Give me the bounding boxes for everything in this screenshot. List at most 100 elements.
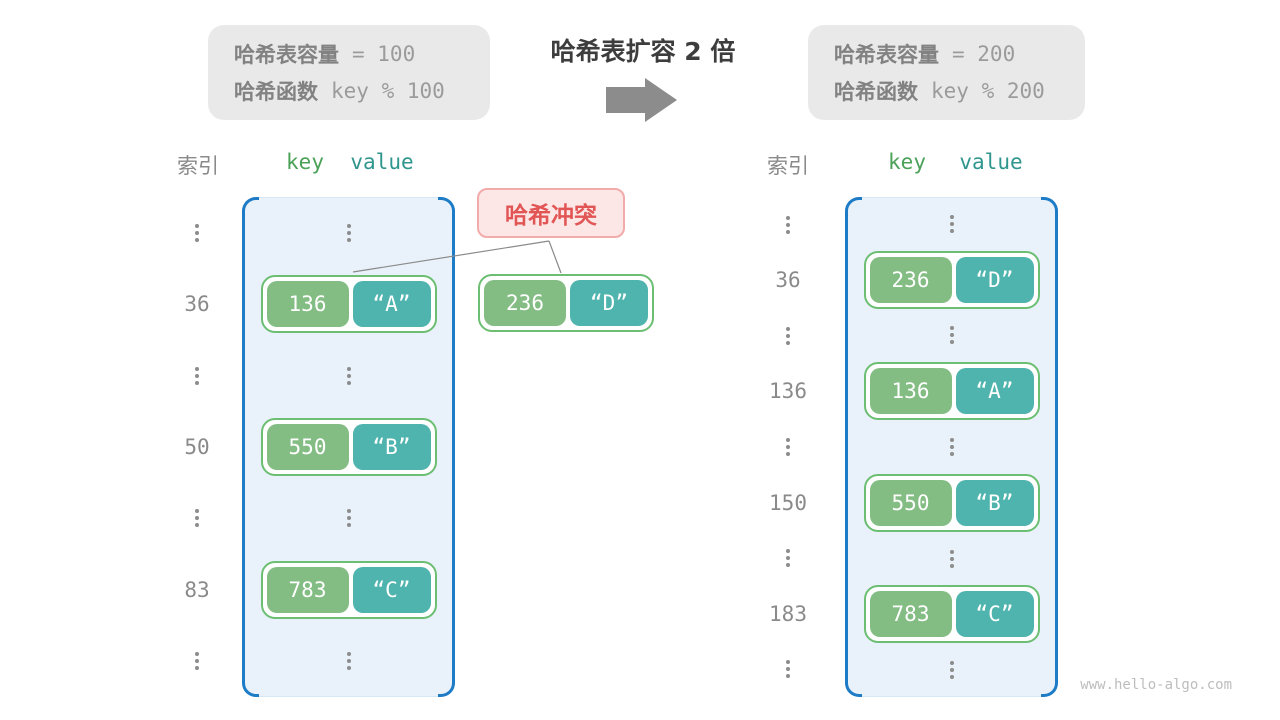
dot bbox=[949, 326, 954, 331]
dot bbox=[195, 366, 199, 371]
ellipsis-dots-icon bbox=[786, 326, 790, 345]
key-cell: 783 bbox=[869, 591, 952, 638]
index-slot: 50 bbox=[167, 411, 227, 482]
index-value: 150 bbox=[769, 490, 807, 515]
dot bbox=[786, 333, 790, 338]
index-header-left: 索引 bbox=[177, 154, 219, 178]
bucket-slot: 136“A” bbox=[242, 268, 455, 339]
bucket-array-left: 136“A” 550“B” 783“C” bbox=[242, 197, 455, 697]
kv-pair: 136“A” bbox=[863, 362, 1040, 421]
key-cell: 236 bbox=[869, 256, 952, 303]
ellipsis-dots-icon bbox=[346, 509, 351, 528]
dot bbox=[786, 222, 790, 227]
bucket-rows-right: 236“D” 136“A” 550“B” 783“C” bbox=[845, 197, 1058, 697]
bracket-right-icon bbox=[438, 197, 455, 697]
dot bbox=[949, 333, 954, 338]
key-cell: 550 bbox=[266, 423, 349, 470]
dot bbox=[949, 549, 954, 554]
index-value: 36 bbox=[775, 268, 801, 293]
index-slot: 136 bbox=[758, 364, 818, 420]
hash-function-value: key % 200 bbox=[931, 79, 1045, 103]
value-cell: “C” bbox=[352, 566, 431, 613]
dot bbox=[949, 661, 954, 666]
right-arrow-icon bbox=[606, 77, 678, 127]
dot bbox=[195, 509, 199, 514]
dot bbox=[346, 523, 351, 528]
value-header-right: value bbox=[959, 150, 1023, 174]
ellipsis-dots-icon bbox=[195, 223, 199, 242]
index-slot bbox=[167, 626, 227, 697]
dot bbox=[786, 229, 790, 234]
dot bbox=[195, 666, 199, 671]
index-slot bbox=[758, 308, 818, 364]
ellipsis-dots-icon bbox=[786, 438, 790, 457]
bucket-slot: 783“C” bbox=[845, 585, 1058, 644]
key-cell: 783 bbox=[266, 566, 349, 613]
dot bbox=[346, 223, 351, 228]
dot bbox=[346, 652, 351, 657]
dot bbox=[195, 223, 199, 228]
index-value: 36 bbox=[184, 292, 210, 317]
kv-pair: 236“D” bbox=[478, 274, 654, 332]
bucket-slot: 550“B” bbox=[242, 411, 455, 482]
bucket-slot: 236“D” bbox=[845, 250, 1058, 309]
value-header-left: value bbox=[350, 150, 414, 174]
watermark: www.hello-algo.com bbox=[1080, 677, 1232, 693]
ellipsis-dots-icon bbox=[195, 366, 199, 385]
dot bbox=[346, 509, 351, 514]
dot bbox=[195, 652, 199, 657]
index-slot bbox=[758, 642, 818, 698]
dot bbox=[786, 674, 790, 679]
kv-pair: 236“D” bbox=[863, 250, 1040, 309]
bucket-slot bbox=[845, 197, 1058, 251]
dot bbox=[786, 556, 790, 561]
index-column-left: 36 50 83 bbox=[167, 197, 227, 697]
bucket-slot bbox=[242, 340, 455, 411]
dot bbox=[949, 340, 954, 345]
kv-pair: 783“C” bbox=[863, 585, 1040, 644]
hash-function-value: key % 100 bbox=[331, 79, 445, 103]
capacity-label: 哈希表容量 bbox=[834, 43, 939, 67]
dot bbox=[346, 516, 351, 521]
dot bbox=[195, 373, 199, 378]
key-cell: 136 bbox=[266, 281, 349, 328]
hash-collision-label: 哈希冲突 bbox=[477, 188, 625, 238]
capacity-label: 哈希表容量 bbox=[234, 43, 339, 67]
value-cell: “D” bbox=[955, 256, 1034, 303]
ellipsis-dots-icon bbox=[949, 214, 954, 233]
capacity-info-box-before: 哈希表容量 = 100 哈希函数 key % 100 bbox=[208, 25, 490, 120]
bucket-slot bbox=[845, 643, 1058, 697]
ellipsis-dots-icon bbox=[346, 223, 351, 242]
hash-function-line: 哈希函数 key % 100 bbox=[234, 76, 490, 106]
bucket-rows-left: 136“A” 550“B” 783“C” bbox=[242, 197, 455, 697]
dot bbox=[949, 451, 954, 456]
hash-function-label: 哈希函数 bbox=[234, 80, 318, 104]
ellipsis-dots-icon bbox=[949, 437, 954, 456]
key-header-right: key bbox=[888, 150, 926, 174]
bracket-left-icon bbox=[242, 197, 259, 697]
bucket-slot bbox=[242, 626, 455, 697]
expand-title: 哈希表扩容 2 倍 bbox=[550, 37, 736, 66]
ellipsis-dots-icon bbox=[786, 660, 790, 679]
dot bbox=[949, 214, 954, 219]
index-slot bbox=[758, 530, 818, 586]
bracket-right-icon bbox=[1041, 197, 1058, 697]
dot bbox=[786, 660, 790, 665]
index-value: 136 bbox=[769, 379, 807, 404]
bracket-left-icon bbox=[845, 197, 862, 697]
index-value: 83 bbox=[184, 577, 210, 602]
index-value: 50 bbox=[184, 434, 210, 459]
dot bbox=[346, 659, 351, 664]
hash-function-label: 哈希函数 bbox=[834, 80, 918, 104]
kv-pair: 550“B” bbox=[863, 473, 1040, 532]
dot bbox=[949, 556, 954, 561]
dot bbox=[195, 516, 199, 521]
capacity-line: 哈希表容量 = 100 bbox=[234, 39, 490, 69]
bucket-slot bbox=[845, 309, 1058, 363]
dot bbox=[346, 380, 351, 385]
kv-pair: 783“C” bbox=[260, 560, 437, 619]
dot bbox=[786, 667, 790, 672]
index-slot: 36 bbox=[167, 268, 227, 339]
